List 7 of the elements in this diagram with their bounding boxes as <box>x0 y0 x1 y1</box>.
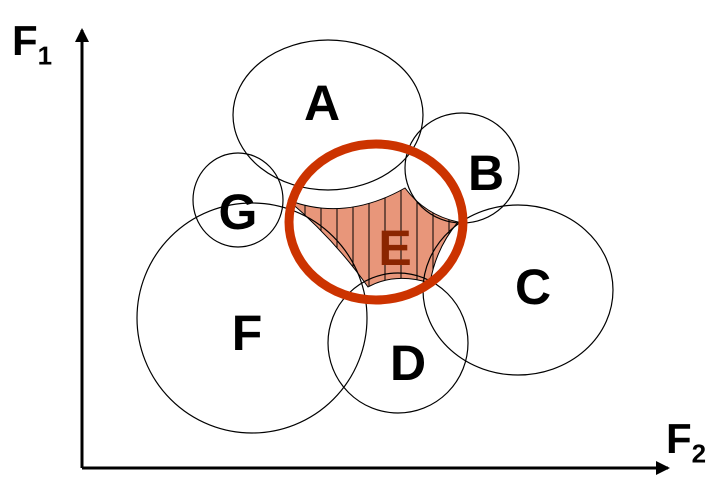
axis-label: F$_{2}$ <box>666 418 706 466</box>
axis-label: F$_{1}$ <box>12 20 52 68</box>
set-label: A <box>304 78 340 128</box>
set-label: F <box>232 308 262 358</box>
set-label: C <box>514 262 552 312</box>
set-label: B <box>468 148 504 198</box>
set-label: D <box>390 338 426 388</box>
